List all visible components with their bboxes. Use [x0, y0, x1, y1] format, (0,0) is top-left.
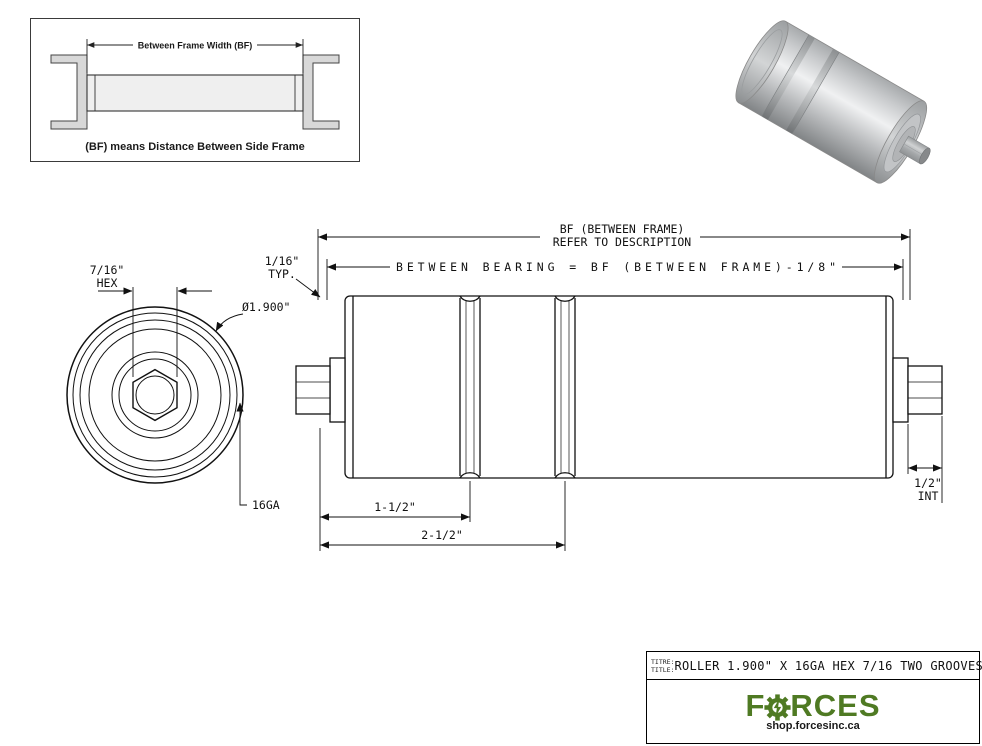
dim-hex-suffix: HEX — [97, 276, 118, 290]
brand-text-first: F — [745, 688, 766, 723]
dim-bf-line2: REFER TO DESCRIPTION — [553, 235, 692, 249]
dim-typ-suffix: TYP. — [268, 267, 296, 281]
hex-bore — [132, 368, 178, 422]
dim-int-suffix: INT — [918, 489, 939, 503]
dim-groove2: 2-1/2" — [421, 528, 463, 542]
dimension-lines — [98, 229, 943, 551]
groove-1 — [459, 295, 481, 479]
left-shaft — [295, 357, 346, 423]
dim-typ-value: 1/16" — [265, 254, 300, 268]
side-view — [295, 295, 943, 479]
bf-legend-inset: Between Frame Width (BF) (BF) means Dist… — [30, 18, 360, 162]
dim-between-bearing: BETWEEN BEARING = BF (BETWEEN FRAME)-1/8… — [396, 260, 836, 274]
dim-diameter: Ø1.900" — [242, 300, 290, 314]
dimension-text: BF (BETWEEN FRAME) REFER TO DESCRIPTION … — [90, 222, 942, 542]
brand-logo: F — [745, 688, 881, 723]
left-frame — [50, 54, 88, 130]
dim-int-value: 1/2" — [914, 476, 942, 490]
drawing-title: ROLLER 1.900" X 16GA HEX 7/16 TWO GROOVE… — [674, 658, 982, 673]
bf-legend-drawing: Between Frame Width (BF) — [50, 39, 340, 130]
title-label-en: TITLE: — [651, 665, 675, 674]
title-labels: TITRE: TITLE: — [647, 658, 674, 674]
end-view — [66, 306, 244, 484]
dim-hex-value: 7/16" — [90, 263, 125, 277]
gear-lightning-icon — [764, 693, 791, 721]
title-row: TITRE: TITLE: ROLLER 1.900" X 16GA HEX 7… — [647, 652, 982, 680]
brand-website: shop.forcesinc.ca — [766, 720, 860, 732]
groove-2 — [554, 295, 576, 479]
dim-gauge: 16GA — [252, 498, 280, 512]
dim-bf-line1: BF (BETWEEN FRAME) — [560, 222, 685, 236]
dim-groove1: 1-1/2" — [374, 500, 416, 514]
right-shaft — [892, 357, 943, 423]
bf-legend-caption: (BF) means Distance Between Side Frame — [85, 141, 305, 153]
logo-row: F — [647, 680, 979, 743]
brand-text-rest: RCES — [790, 688, 881, 723]
roller-3d-render — [735, 20, 931, 184]
right-frame — [302, 54, 340, 130]
legend-dim-label: Between Frame Width (BF) — [138, 41, 252, 51]
title-block: TITRE: TITLE: ROLLER 1.900" X 16GA HEX 7… — [646, 651, 982, 744]
legend-roller — [86, 74, 304, 112]
title-label-fr: TITRE: — [651, 657, 675, 666]
legend-dimension — [86, 39, 304, 73]
